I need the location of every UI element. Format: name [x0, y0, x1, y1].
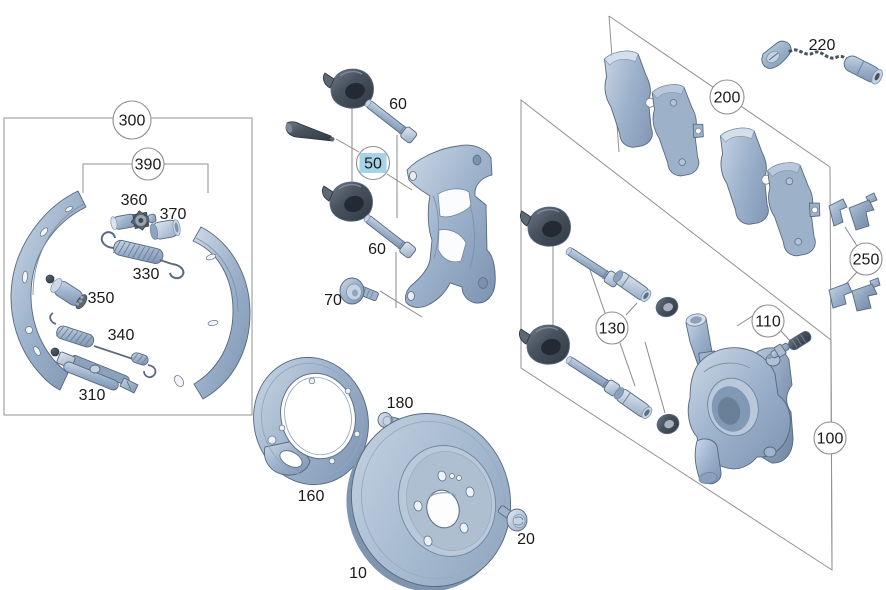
callout-number: 330 [133, 266, 160, 283]
callout-number: 200 [714, 90, 741, 107]
part-label-60[interactable]: 60 [368, 241, 386, 258]
brake-disc [346, 413, 512, 590]
callout-circle [131, 147, 165, 181]
caliper-group-pane [520, 98, 833, 571]
part-label-20[interactable]: 20 [517, 531, 535, 548]
callout-number: 360 [121, 192, 148, 209]
callout-number: 350 [88, 290, 115, 307]
kit-boot-upper [519, 206, 572, 247]
callout-number: 60 [368, 241, 386, 258]
callout-number: 60 [389, 96, 407, 113]
part-ref-300[interactable]: 300 [112, 100, 152, 140]
kit-bolt-lower [562, 352, 622, 398]
part-ref-50[interactable]: 50 [355, 145, 391, 181]
shoe-adjuster-360 [110, 210, 157, 231]
disc-locating-screw-20 [497, 505, 528, 532]
part-label-220[interactable]: 220 [809, 37, 836, 54]
bleeder-valve-cap-110 [766, 330, 812, 360]
callout-number: 100 [817, 431, 844, 448]
part-label-60[interactable]: 60 [389, 96, 407, 113]
screw-70 [339, 277, 379, 305]
callout-number: 110 [755, 314, 781, 331]
kit-boot-lower [518, 324, 571, 365]
part-label-180[interactable]: 180 [387, 395, 414, 412]
callout-number: 10 [349, 565, 367, 582]
kit-ring-lower [654, 411, 682, 437]
callout-number: 220 [809, 37, 836, 54]
callout-number: 70 [324, 292, 342, 309]
brake-shoe-right [174, 226, 251, 400]
callout-number: 390 [135, 157, 162, 174]
kit-sleeve-upper [610, 268, 654, 305]
part-label-160[interactable]: 160 [298, 488, 325, 505]
kit-sleeve-lower [611, 385, 655, 422]
spring-retainer-350 [45, 274, 88, 310]
callout-number: 20 [517, 531, 535, 548]
part-label-70[interactable]: 70 [324, 292, 342, 309]
callout-circle [849, 242, 883, 276]
part-label-310[interactable]: 310 [79, 387, 106, 404]
part-ref-200[interactable]: 200 [709, 79, 745, 115]
part-ref-100[interactable]: 100 [813, 421, 847, 455]
brake-pad-2 [646, 80, 707, 180]
callout-circle [595, 311, 629, 345]
callout-circle [813, 421, 847, 455]
selected-callout-highlight [359, 153, 387, 173]
brake-caliper [685, 313, 794, 485]
expander-lock-310 [50, 347, 139, 394]
part-label-330[interactable]: 330 [133, 266, 160, 283]
wear-sensor [761, 40, 883, 85]
brake-pad-1 [598, 47, 661, 151]
callout-number: 310 [79, 387, 106, 404]
part-ref-110[interactable]: 110 [751, 304, 785, 338]
part-label-10[interactable]: 10 [349, 565, 367, 582]
part-label-340[interactable]: 340 [108, 327, 135, 344]
pad-retaining-springs [828, 192, 881, 312]
part-label-370[interactable]: 370 [160, 206, 187, 223]
brake-pad-4 [761, 158, 824, 260]
callout-circle [112, 100, 152, 140]
part-ref-250[interactable]: 250 [849, 242, 883, 276]
caliper-carrier-bracket [404, 144, 496, 308]
adjuster-sleeve-370 [149, 219, 181, 240]
callout-number: 250 [853, 252, 880, 269]
guide-boot-lower [321, 181, 374, 222]
callout-number: 370 [160, 206, 187, 223]
callout-number: 300 [119, 113, 146, 130]
part-ref-390[interactable]: 390 [131, 147, 165, 181]
part-label-360[interactable]: 360 [121, 192, 148, 209]
callout-number: 160 [298, 488, 325, 505]
part-ref-130[interactable]: 130 [595, 311, 629, 345]
kit-ring-upper [653, 294, 681, 320]
grease-tube [285, 121, 335, 142]
part-label-350[interactable]: 350 [88, 290, 115, 307]
brake-backing-plate [253, 356, 369, 486]
callout-number: 180 [387, 395, 414, 412]
callout-number: 50 [364, 156, 382, 173]
callout-number: 340 [108, 327, 135, 344]
callout-number: 130 [599, 321, 626, 338]
callout-circle [751, 304, 785, 338]
return-spring-340 [49, 312, 157, 379]
brake-shoe-left [10, 190, 87, 391]
return-spring-330 [100, 231, 185, 280]
kit-bolt-upper [562, 243, 622, 289]
callout-labels: 300 390 50 200 130 110 100 250 360 370 330 350 340 31… [79, 37, 883, 582]
callout-circle [709, 79, 745, 115]
